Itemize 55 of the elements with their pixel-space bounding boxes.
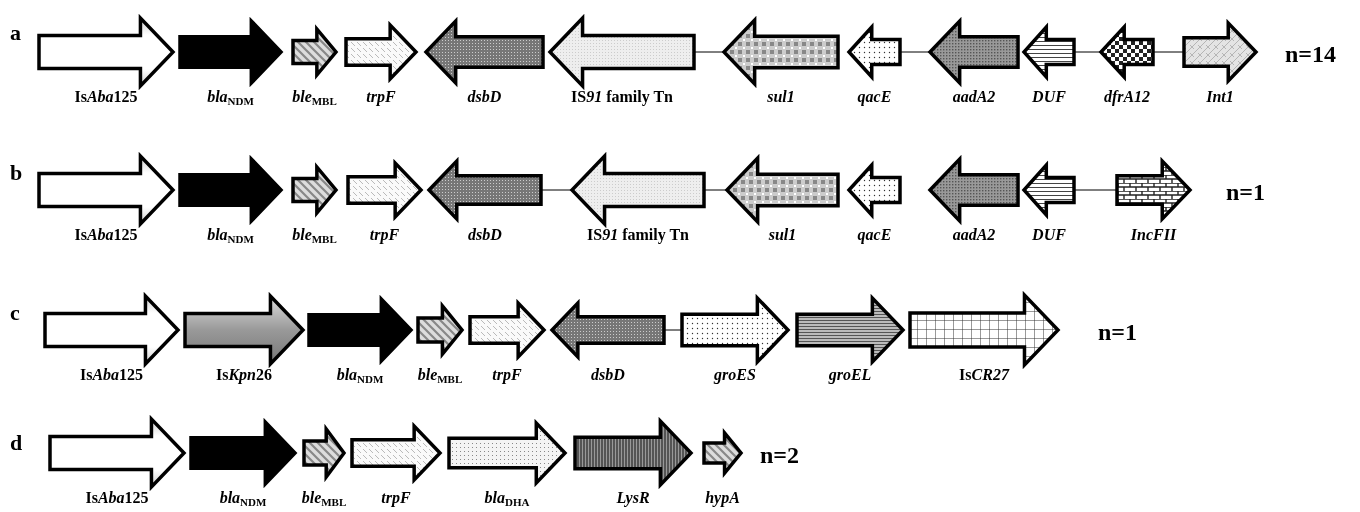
gene-label: ble$_{MBL}$ [417, 366, 463, 387]
connector-line [541, 189, 572, 191]
gene-label: qacE [857, 226, 892, 244]
gene-label: aadA2 [952, 226, 996, 244]
gene-label: IS91 family Tn [571, 88, 673, 106]
connector-line [704, 189, 727, 191]
gene-label: groEL [828, 366, 872, 384]
count-label: n=14 [1285, 42, 1337, 66]
connector-line [900, 51, 930, 53]
gene-label: dfrA12 [1103, 88, 1151, 106]
gene-label: sul1 [768, 226, 797, 244]
gene-label: dsbD [467, 88, 502, 106]
gene-label: Int1 [1206, 88, 1234, 106]
gene-label: aadA2 [952, 88, 996, 106]
gene-label: sul1 [767, 88, 795, 106]
row-letter: c [10, 302, 20, 324]
gene-label: bla$_{DHA}$ [484, 489, 530, 510]
gene-label: ble$_{MBL}$ [301, 489, 347, 510]
gene-label: IsAba125 [74, 88, 138, 106]
connector-line [694, 51, 724, 53]
connector-line [1074, 51, 1101, 53]
row-letter: b [10, 162, 23, 184]
gene-label: IsAba125 [79, 366, 144, 384]
connector-line [1153, 51, 1184, 53]
gene-label: ble$_{MBL}$ [292, 226, 337, 247]
gene-label: bla$_{NDM}$ [336, 366, 384, 387]
gene-label: IsAba125 [85, 489, 149, 507]
count-label: n=1 [1226, 180, 1266, 204]
gene-label: trpF [381, 489, 411, 507]
gene-label: hypA [705, 489, 740, 507]
gene-label: LysR [616, 489, 650, 507]
gene-label: DUF [1032, 88, 1066, 106]
gene-label: groES [714, 366, 756, 384]
gene-label: qacE [857, 88, 892, 106]
gene-label: bla$_{NDM}$ [207, 226, 254, 247]
gene-label: dsbD [468, 226, 502, 244]
gene-label: IsCR27 [959, 366, 1009, 384]
connector-line [1074, 189, 1117, 191]
gene-label: IS91 family Tn [587, 226, 689, 244]
gene-label: trpF [492, 366, 522, 384]
gene-label: IncFII [1130, 226, 1177, 244]
row-letter: a [10, 22, 21, 44]
gene-label: IsAba125 [74, 226, 138, 244]
gene-label: ble$_{MBL}$ [292, 88, 337, 109]
gene-label: dsbD [591, 366, 625, 384]
gene-label: bla$_{NDM}$ [207, 88, 254, 109]
count-label: n=2 [760, 443, 800, 467]
count-label: n=1 [1098, 320, 1138, 344]
gene-label: DUF [1032, 226, 1066, 244]
connector-line [664, 329, 682, 331]
gene-label: bla$_{NDM}$ [219, 489, 267, 510]
gene-label: trpF [366, 88, 396, 106]
gene-label: trpF [369, 226, 400, 244]
gene-label: IsKpn26 [216, 366, 272, 384]
row-letter: d [10, 432, 23, 454]
